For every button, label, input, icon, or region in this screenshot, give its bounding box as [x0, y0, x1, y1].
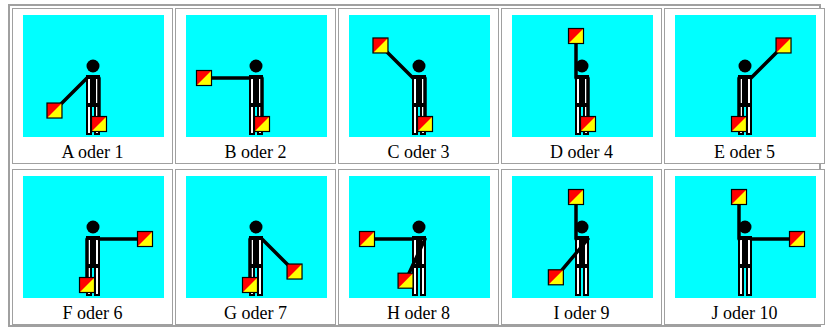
signal-cell: J oder 10	[664, 169, 825, 325]
semaphore-flag	[776, 38, 791, 53]
figure-ground	[186, 15, 327, 137]
figure-ground	[23, 176, 164, 298]
signal-cell: G oder 7	[175, 169, 336, 325]
semaphore-flag	[418, 117, 433, 132]
semaphore-figure	[23, 176, 164, 298]
signal-label: F oder 6	[13, 302, 172, 324]
figure-ground	[512, 176, 653, 298]
signaller	[47, 60, 107, 136]
semaphore-flag	[569, 190, 584, 205]
figure-ground	[349, 15, 490, 137]
signal-label: E oder 5	[665, 141, 824, 163]
signal-cell: A oder 1	[12, 8, 173, 164]
signal-label: C oder 3	[339, 141, 498, 163]
semaphore-flag	[732, 117, 747, 132]
signal-label: G oder 7	[176, 302, 335, 324]
signal-cell: F oder 6	[12, 169, 173, 325]
semaphore-flag	[197, 71, 212, 86]
semaphore-flag	[569, 29, 584, 44]
signal-cell: H oder 8	[338, 169, 499, 325]
figure-ground	[675, 176, 816, 298]
signaller	[80, 221, 153, 297]
semaphore-figure	[675, 15, 816, 137]
semaphore-flag	[548, 270, 563, 285]
signal-cell: B oder 2	[175, 8, 336, 164]
figure-ground	[23, 15, 164, 137]
signal-label: A oder 1	[13, 141, 172, 163]
semaphore-flag	[398, 273, 413, 288]
semaphore-figure	[512, 176, 653, 298]
signal-label: J oder 10	[665, 302, 824, 324]
semaphore-flag	[243, 278, 258, 293]
semaphore-flag	[373, 38, 388, 53]
semaphore-flag	[92, 117, 107, 132]
signaller	[569, 29, 596, 136]
semaphore-figure	[186, 15, 327, 137]
semaphore-flag	[47, 103, 62, 118]
signal-cell: C oder 3	[338, 8, 499, 164]
signaller	[243, 221, 303, 297]
signal-label: B oder 2	[176, 141, 335, 163]
signal-cell: D oder 4	[501, 8, 662, 164]
figure-ground	[349, 176, 490, 298]
signal-label: I oder 9	[502, 302, 661, 324]
semaphore-flag	[360, 232, 375, 247]
semaphore-figure	[675, 176, 816, 298]
semaphore-flag	[581, 117, 596, 132]
signal-cell: E oder 5	[664, 8, 825, 164]
signaller	[732, 190, 805, 297]
signaller	[197, 60, 270, 136]
semaphore-figure	[23, 15, 164, 137]
signal-label: H oder 8	[339, 302, 498, 324]
semaphore-flag	[790, 232, 805, 247]
semaphore-flag	[287, 264, 302, 279]
semaphore-figure	[512, 15, 653, 137]
semaphore-flag	[80, 278, 95, 293]
signaller	[548, 190, 589, 297]
semaphore-flag	[255, 117, 270, 132]
semaphore-flag	[138, 232, 153, 247]
semaphore-figure	[349, 15, 490, 137]
semaphore-figure	[349, 176, 490, 298]
signaller	[732, 38, 792, 135]
signal-label: D oder 4	[502, 141, 661, 163]
signal-cell: I oder 9	[501, 169, 662, 325]
figure-ground	[512, 15, 653, 137]
figure-ground	[186, 176, 327, 298]
figure-ground	[675, 15, 816, 137]
signaller	[373, 38, 433, 135]
semaphore-figure	[186, 176, 327, 298]
semaphore-flag	[732, 190, 747, 205]
signaller	[360, 221, 427, 297]
